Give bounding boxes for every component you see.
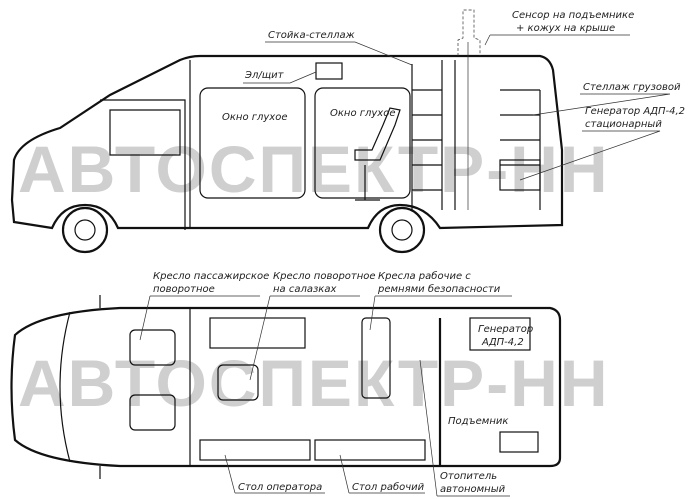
label-el-panel: Эл/щит (244, 70, 285, 81)
generator-top (469, 317, 531, 351)
work-seat-side (354, 107, 401, 201)
driver-seat (129, 394, 176, 431)
swivel-seat (217, 364, 259, 401)
label-passenger-seat-2: поворотное (153, 284, 215, 295)
roof-sensor-housing (457, 9, 481, 56)
label-rack-post: Стойка-стеллаж (268, 30, 355, 41)
top-view: Кресло пассажирское поворотное Кресло по… (10, 270, 562, 497)
label-heater-1: Отопитель (440, 471, 497, 482)
label-work-table: Стол рабочий (352, 481, 425, 493)
rack-post (411, 60, 443, 210)
label-swivel-seat-2: на салазках (273, 284, 336, 295)
label-heater-2: автономный (440, 484, 506, 495)
work-seats (361, 317, 391, 399)
front-wheel (61, 206, 109, 254)
window-left (199, 87, 306, 199)
passenger-seat (129, 329, 176, 366)
label-generator-side-2: стационарный (585, 119, 662, 130)
label-lift: Подъемник (448, 416, 508, 427)
label-generator-side-1: Генератор АДП-4,2 (585, 106, 685, 117)
window-right (314, 87, 411, 199)
rear-wheel (378, 206, 426, 254)
label-sensor-2: + кожух на крыше (516, 23, 615, 34)
cargo-rack (454, 60, 541, 210)
generator-side (499, 159, 541, 191)
windshield (59, 311, 71, 463)
work-table (314, 439, 426, 461)
heater-unit (499, 431, 539, 453)
label-cargo-rack: Стеллаж грузовой (583, 82, 681, 93)
label-passenger-seat-1: Кресло пассажирское (153, 271, 269, 282)
label-generator-top-2: АДП-4,2 (481, 337, 524, 348)
label-work-seats-1: Кресла рабочие с (378, 270, 471, 282)
van-body-top (10, 306, 562, 468)
label-sensor-1: Сенсор на подъемнике (512, 10, 634, 21)
watermark-top: АВТОСПЕКТР-НН (18, 132, 610, 206)
electrical-panel (315, 62, 343, 80)
operator-table (199, 439, 311, 461)
label-generator-top-1: Генератор (478, 324, 533, 335)
side-view: Сенсор на подъемнике + кожух на крыше Ст… (10, 9, 685, 254)
label-operator-table: Стол оператора (238, 482, 322, 493)
cab-door (100, 99, 186, 230)
label-swivel-seat-1: Кресло поворотное (273, 271, 376, 282)
cab-partition-top (99, 295, 191, 479)
label-work-seats-2: ремнями безопасности (377, 283, 501, 295)
van-body-side (10, 54, 564, 230)
label-window-right: Окно глухое (330, 108, 396, 119)
label-window-left: Окно глухое (222, 112, 288, 123)
watermark-bottom: АВТОСПЕКТР-НН (18, 346, 610, 420)
